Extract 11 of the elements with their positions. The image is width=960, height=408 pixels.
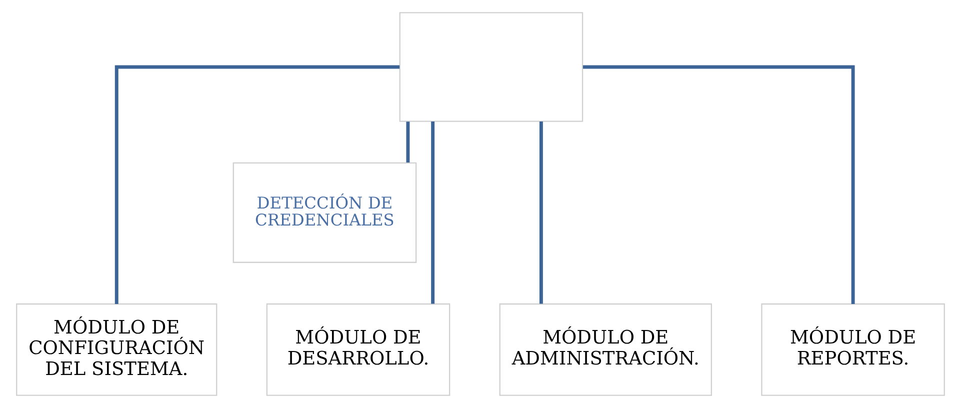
node-box: MÓDULO DE REPORTES. (760, 303, 944, 396)
node-box: MÓDULO DE CONFIGURACIÓN DEL SISTEMA. (16, 303, 217, 396)
node-box: DETECCIÓN DE CREDENCIALES (232, 162, 416, 263)
connector (430, 122, 434, 304)
connector (582, 65, 854, 304)
node-box: MÓDULO DE ADMINISTRACIÓN. (498, 303, 712, 396)
connector (406, 122, 410, 163)
connector (538, 122, 542, 304)
node-box: MÓDULO DE DESARROLLO. (266, 303, 450, 396)
node-box (398, 12, 583, 122)
connector (114, 65, 400, 304)
